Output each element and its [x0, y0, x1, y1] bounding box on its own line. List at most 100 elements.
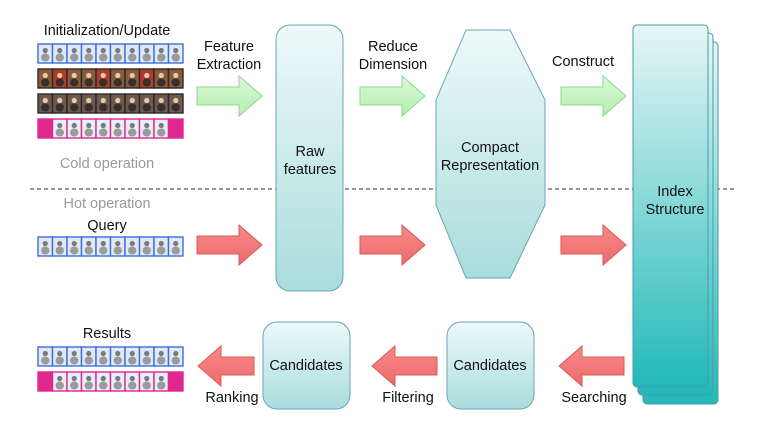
frame-figure-head — [144, 350, 150, 357]
frame-figure-head — [144, 122, 150, 129]
frame-figure-body — [55, 128, 64, 137]
frame-figure-head — [86, 47, 92, 54]
frame-figure-body — [41, 356, 50, 365]
candidates-box-left — [262, 321, 351, 410]
frame-figure-body — [113, 381, 122, 390]
frame-figure-head — [71, 375, 77, 382]
reduce-dimension-label-line2: Dimension — [358, 57, 428, 73]
arrow-raw-to-compact — [359, 223, 426, 267]
arrow-feature-extraction — [196, 74, 263, 118]
frame-figure-body — [70, 381, 79, 390]
frame-figure-head — [173, 97, 179, 104]
arrow-searching — [558, 344, 625, 388]
frame-figure-body — [128, 78, 137, 87]
frame-figure-body — [55, 381, 64, 390]
frame-figure-body — [128, 246, 137, 255]
frame-figure-head — [173, 350, 179, 357]
frame-figure-head — [129, 47, 135, 54]
frame-figure-body — [84, 381, 93, 390]
frame-figure-body — [84, 246, 93, 255]
frame-figure-body — [157, 381, 166, 390]
frame-figure-head — [57, 240, 63, 247]
candidates-box-right — [446, 321, 535, 410]
frame-figure-body — [55, 78, 64, 87]
frame-figure-head — [115, 122, 121, 129]
frame-strip-init-4 — [37, 118, 184, 139]
frame-figure-body — [142, 103, 151, 112]
frame-figure-head — [57, 375, 63, 382]
frame-figure-body — [128, 356, 137, 365]
frame-figure-head — [57, 97, 63, 104]
arrow-ranking — [197, 344, 255, 388]
frame-figure-head — [115, 97, 121, 104]
arrow-reduce-dimension — [359, 74, 426, 118]
candidates-left-label: Candidates — [269, 358, 343, 374]
frame-figure-body — [99, 356, 108, 365]
index-structure-box — [632, 24, 709, 388]
frame-figure-body — [157, 356, 166, 365]
init-update-label: Initialization/Update — [43, 23, 171, 39]
frame-figure-body — [70, 356, 79, 365]
feature-extraction-label-line2: Extraction — [196, 57, 262, 73]
frame-figure-head — [57, 47, 63, 54]
frame-figure-body — [70, 246, 79, 255]
frame-figure-head — [144, 72, 150, 79]
frame-figure-head — [86, 97, 92, 104]
filtering-label: Filtering — [382, 390, 434, 406]
frame-figure-head — [86, 240, 92, 247]
frame-figure-body — [142, 246, 151, 255]
candidates-right-label: Candidates — [453, 358, 527, 374]
feature-extraction-label-line1: Feature — [204, 39, 254, 55]
frame-figure-body — [157, 103, 166, 112]
frame-figure-head — [144, 47, 150, 54]
frame-figure-body — [70, 53, 79, 62]
frame-figure-body — [41, 78, 50, 87]
frame-figure-body — [70, 128, 79, 137]
cold-operation-label: Cold operation — [59, 156, 155, 172]
frame-figure-head — [158, 350, 164, 357]
frame-figure-head — [115, 350, 121, 357]
frame-figure-head — [158, 240, 164, 247]
frame-figure-head — [71, 97, 77, 104]
frame-figure-body — [142, 128, 151, 137]
frame-figure-head — [57, 122, 63, 129]
frame-figure-body — [113, 53, 122, 62]
frame-figure-head — [42, 350, 48, 357]
query-label: Query — [87, 218, 127, 234]
frame-figure-head — [71, 122, 77, 129]
frame-strip-init-1 — [37, 43, 184, 64]
reduce-dimension-label-line1: Reduce — [368, 39, 418, 55]
frame-figure-body — [113, 128, 122, 137]
frame-figure-head — [173, 47, 179, 54]
frame-figure-body — [99, 53, 108, 62]
frame-figure-body — [41, 103, 50, 112]
index-structure-label-line1: Index — [657, 184, 693, 200]
frame-figure-head — [100, 72, 106, 79]
frame-figure-head — [42, 97, 48, 104]
raw-features-box — [275, 24, 344, 292]
frame-figure-body — [171, 246, 180, 255]
frame-figure-head — [100, 375, 106, 382]
hot-operation-label: Hot operation — [63, 196, 151, 212]
frame-strip-result-1 — [37, 346, 184, 367]
frame-figure-head — [71, 350, 77, 357]
frame-figure-body — [142, 78, 151, 87]
frame-figure-body — [128, 53, 137, 62]
frame-figure-body — [84, 128, 93, 137]
frame-figure-head — [158, 97, 164, 104]
frame-figure-head — [144, 97, 150, 104]
frame-figure-head — [158, 47, 164, 54]
frame-figure-body — [41, 246, 50, 255]
frame-figure-head — [115, 240, 121, 247]
frame-figure-body — [41, 53, 50, 62]
frame-figure-head — [173, 72, 179, 79]
frame-figure-body — [171, 356, 180, 365]
frame-figure-head — [129, 122, 135, 129]
frame-figure-head — [100, 47, 106, 54]
frame-figure-body — [171, 53, 180, 62]
frame-figure-body — [55, 103, 64, 112]
frame-figure-body — [157, 246, 166, 255]
frame-figure-head — [158, 122, 164, 129]
frame-figure-head — [158, 72, 164, 79]
